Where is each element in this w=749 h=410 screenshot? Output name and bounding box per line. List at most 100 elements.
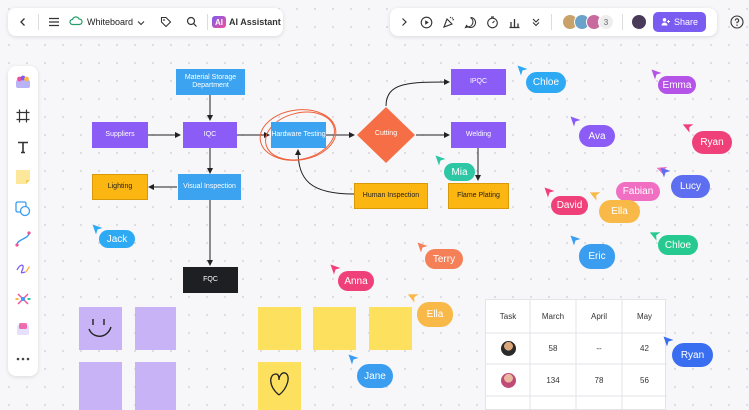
apps-icon[interactable] [13,319,33,339]
sticky-note-icon[interactable] [13,167,33,187]
avatar [500,341,516,356]
tag-icon[interactable] [155,11,177,33]
node-iqc[interactable]: IQC [183,122,237,148]
sticky-note[interactable] [258,362,301,410]
table-cell: 78 [594,375,604,385]
cursor-arrow-icon [660,165,671,178]
node-lighting[interactable]: Lighting [92,174,148,200]
node-flame-plating[interactable]: Flame Plating [448,183,509,209]
comment-icon[interactable] [459,11,481,33]
node-material-storage[interactable]: Material Storage Department [176,69,245,95]
celebrate-icon[interactable] [437,11,459,33]
cursor-label: Lucy [671,175,710,198]
table-cell: 58 [548,344,558,353]
node-hardware-testing[interactable]: Hardware Testing [271,122,326,148]
sticky-note[interactable] [79,307,122,350]
sticky-note[interactable] [79,362,122,410]
double-chevron-down-icon[interactable] [525,11,547,33]
table-header: May [636,312,653,321]
top-left-toolbar: Whiteboard AI AI Assistant [8,8,283,36]
sticky-note[interactable] [135,307,176,350]
cursor-label: Ella [417,302,453,327]
smiley-drawing [88,319,112,337]
cursor-label: Jack [99,230,135,248]
pen-icon[interactable] [13,259,33,279]
more-icon[interactable] [13,349,33,369]
node-welding[interactable]: Welding [451,122,506,148]
cloud-icon [69,13,83,31]
divider [551,14,552,30]
table-cell: -- [596,344,602,353]
cursor-arrow-icon [435,153,446,166]
mind-map-icon[interactable] [13,289,33,309]
vote-icon[interactable] [503,11,525,33]
sticky-note[interactable] [135,362,176,410]
menu-icon[interactable] [43,11,65,33]
table-header: March [541,312,565,321]
table-cell: 56 [640,375,649,385]
cursor-label: Ella [599,200,640,223]
node-cutting[interactable]: Cutting [356,106,416,164]
cursor-arrow-icon [348,352,359,365]
cursor-label: Fabian [616,182,660,201]
top-right-toolbar: 3 Share [390,8,717,36]
chevron-right-icon[interactable] [393,11,415,33]
frame-icon[interactable] [13,106,33,126]
task-avatar [486,364,530,396]
node-suppliers[interactable]: Suppliers [92,122,148,148]
cursor-arrow-icon [570,233,581,246]
sticky-note[interactable] [313,307,356,350]
cursor-label: Jane [357,364,393,388]
help-icon[interactable] [726,11,748,33]
templates-icon[interactable] [13,72,33,92]
node-cutting-label: Cutting [374,130,398,137]
timer-icon[interactable] [481,11,503,33]
doc-type-label: Whiteboard [87,17,134,27]
cursor-label: Terry [425,249,463,269]
chevron-down-icon [137,13,145,31]
node-human-inspection[interactable]: Human Inspection [354,183,428,209]
cursor-label: Chloe [658,235,698,255]
node-fqc[interactable]: FQC [183,267,238,293]
table-grid [486,300,667,410]
search-icon[interactable] [181,11,203,33]
cursor-arrow-icon [651,67,662,80]
collaborator-avatars[interactable]: 3 [562,14,614,30]
cursor-arrow-icon [517,63,528,76]
text-icon[interactable] [13,137,33,157]
doc-type-dropdown[interactable]: Whiteboard [69,13,145,31]
node-visual-inspection[interactable]: Visual Inspection [178,174,241,200]
table-cell: 42 [640,344,649,353]
data-table[interactable]: Task March April May 58 -- 42 134 78 56 [485,299,667,410]
ai-assistant-button[interactable]: AI AI Assistant [212,16,281,28]
shape-icon[interactable] [13,199,33,219]
share-button[interactable]: Share [653,12,707,32]
table-header: April [590,312,607,321]
cursor-arrow-icon [570,114,581,127]
back-icon[interactable] [12,11,34,33]
cursor-arrow-icon [92,222,103,235]
scribble-annotation [259,109,337,161]
cursor-label: Mia [444,163,475,181]
heart-drawing [270,372,289,396]
sticky-note[interactable] [369,307,412,350]
cursor-arrow-icon [417,240,428,253]
ai-icon: AI [212,16,227,28]
cursor-label: Ava [579,125,615,147]
user-avatar[interactable] [631,14,647,30]
node-ipqc[interactable]: IPQC [451,69,506,95]
ai-assistant-label: AI Assistant [229,17,281,27]
divider [207,14,209,30]
collaborator-count: 3 [598,14,614,30]
play-icon[interactable] [415,11,437,33]
connector-icon[interactable] [13,229,33,249]
cursor-arrow-icon [681,118,695,133]
cursor-label: Ryan [692,131,732,154]
sticky-note[interactable] [258,307,301,350]
cursor-label: Eric [579,244,615,269]
cursor-label: Chloe [526,72,566,93]
left-toolbar [8,66,38,376]
task-avatar [486,333,530,364]
divider [622,14,623,30]
